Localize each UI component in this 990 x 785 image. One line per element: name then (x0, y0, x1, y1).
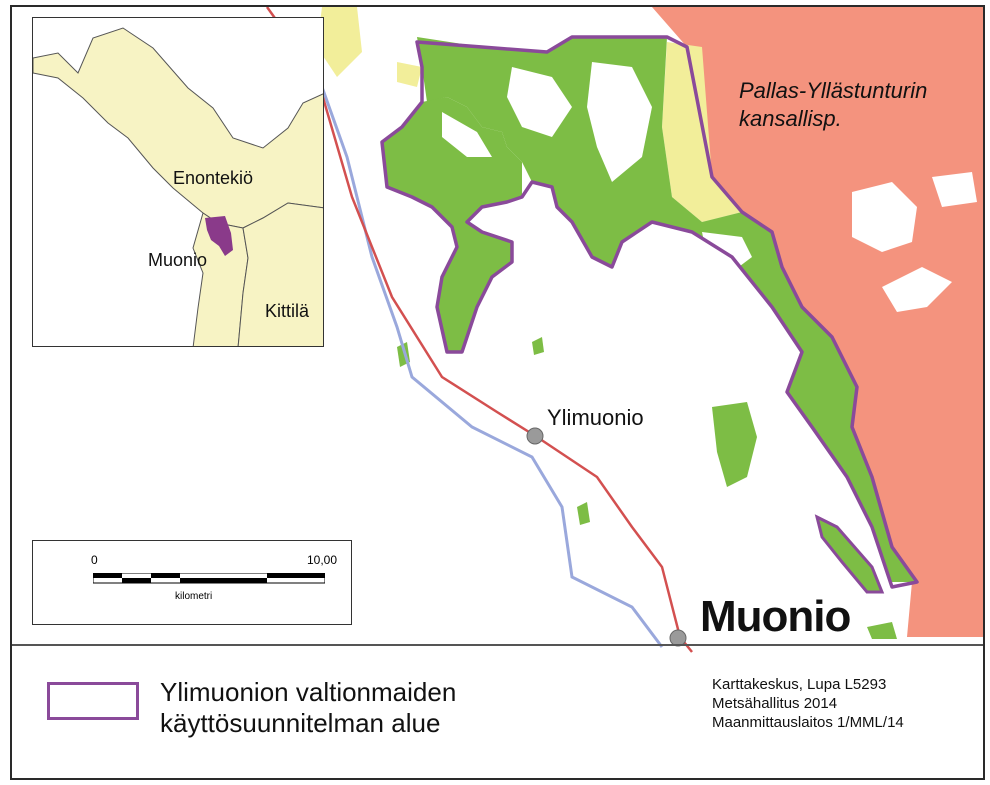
park-gap (852, 182, 917, 252)
credit-line1: Karttakeskus, Lupa L5293 (712, 676, 887, 693)
inlet (507, 67, 572, 137)
state-land-area (417, 37, 917, 582)
inlet (587, 62, 652, 182)
legend-divider (12, 644, 983, 646)
credit-line3: Maanmittauslaitos 1/MML/14 (712, 714, 904, 731)
state-land-patch (532, 337, 544, 355)
scale-bar: 0 10,00 kilometri (32, 540, 352, 625)
scale-end-label: 10,00 (307, 553, 338, 567)
map-frame: Ylimuonio Muonio Pallas-Yllästunturin ka… (10, 5, 985, 780)
state-land-patch (867, 622, 897, 639)
legend-label-line1: Ylimuonion valtionmaiden (160, 677, 457, 707)
park-label-line1: Pallas-Yllästunturin (739, 78, 928, 103)
inset-label-enontekio: Enontekiö (173, 168, 254, 188)
road-line (265, 7, 682, 638)
legend-swatch (47, 682, 139, 720)
inset-muonio-region (192, 212, 249, 346)
inlet (442, 112, 492, 157)
inset-plan-area (205, 216, 233, 256)
scale-bar-graphic (93, 573, 325, 584)
inset-map: Enontekiö Muonio Kittilä (32, 17, 324, 347)
state-land-area (817, 517, 882, 592)
place-label-ylimuonio: Ylimuonio (547, 405, 644, 430)
inset-enontekio-region (33, 27, 323, 229)
state-land-patch (577, 502, 590, 525)
town-point-ylimuonio (526, 427, 544, 445)
inset-canvas (33, 27, 323, 346)
legend-label-line2: käyttösuunnitelman alue (160, 708, 441, 738)
scale-start-label: 0 (91, 553, 98, 567)
inset-kittila-region (237, 202, 323, 346)
plan-area-boundary (380, 35, 919, 589)
legend-label: Ylimuonion valtionmaiden käyttösuunnitel… (160, 677, 456, 739)
plan-area-boundary (814, 514, 885, 594)
inset-label-kittila: Kittilä (265, 301, 310, 321)
place-label-national-park: Pallas-Yllästunturin kansallisp. (739, 77, 983, 133)
state-land-area (382, 97, 522, 352)
other-land-area (397, 62, 422, 87)
inset-label-muonio: Muonio (148, 250, 208, 270)
place-label-muonio: Muonio (700, 592, 851, 641)
park-gap (932, 172, 977, 207)
other-land-area (317, 7, 362, 77)
map-credits: Karttakeskus, Lupa L5293 Metsähallitus 2… (712, 675, 904, 732)
town-point-muonio (669, 629, 687, 647)
park-gap (882, 267, 952, 312)
park-label-line2: kansallisp. (739, 106, 842, 131)
credit-line2: Metsähallitus 2014 (712, 695, 838, 712)
state-land-patch (712, 402, 757, 487)
map-canvas (265, 7, 983, 653)
scale-unit-label: kilometri (175, 591, 213, 602)
